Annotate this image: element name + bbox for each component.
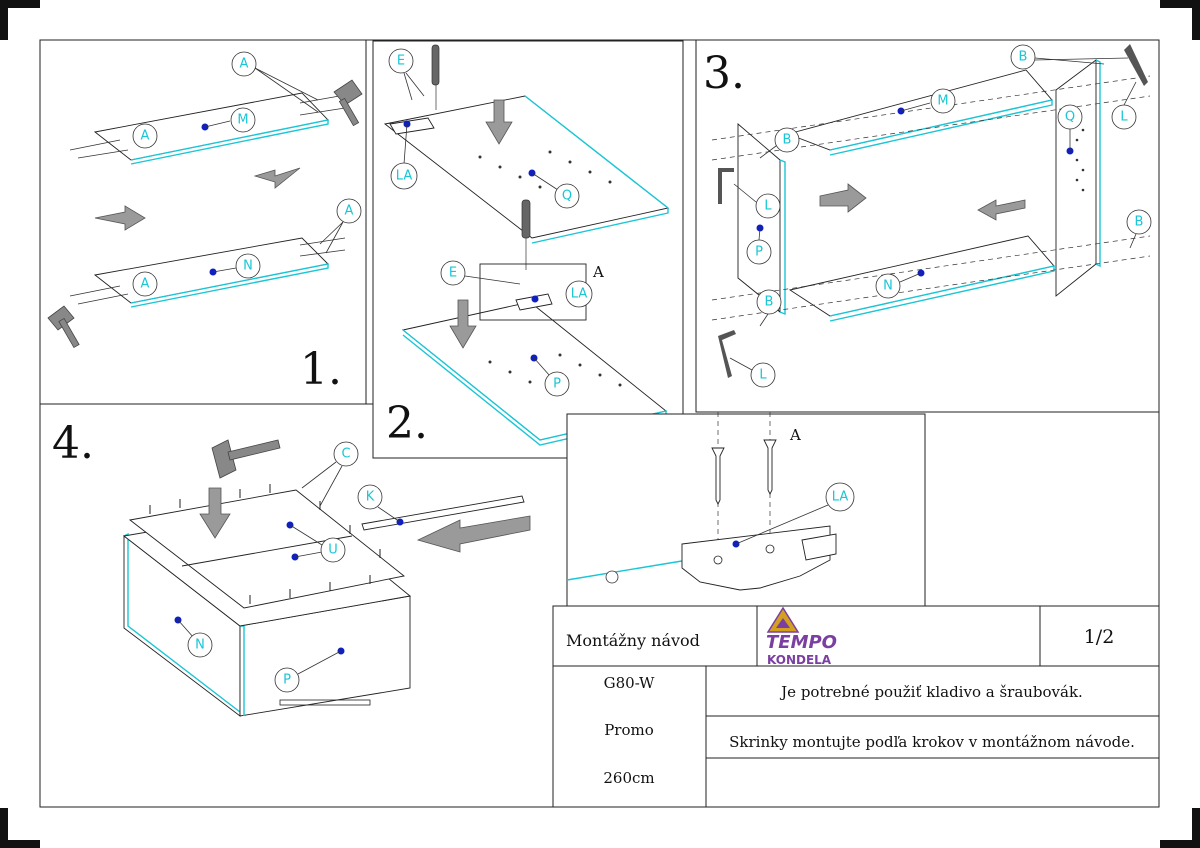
step-2-panel: E LA Q E A LA P 2. [372, 40, 684, 459]
title-block: Montážny návod TEMPO KONDELA 1/2 G80-W P… [552, 605, 1160, 808]
svg-text:N: N [195, 638, 205, 653]
label-LA: LA [396, 169, 413, 184]
detail-callout-A: A [592, 263, 604, 281]
svg-text:P: P [755, 245, 763, 260]
manual-title: Montážny návod [566, 631, 700, 650]
product-length: 260cm [603, 769, 654, 787]
label-K: K [366, 490, 375, 505]
svg-text:A: A [345, 204, 354, 219]
svg-text:P: P [283, 673, 291, 688]
label-B: B [1019, 50, 1028, 65]
svg-text:TEMPO: TEMPO [766, 632, 837, 653]
svg-text:A: A [141, 129, 150, 144]
step-1-number: 1. [300, 344, 342, 395]
label-U: U [328, 543, 338, 558]
label-E: E [397, 54, 405, 69]
svg-text:Q: Q [1065, 110, 1075, 125]
label-P: P [553, 377, 561, 392]
step-4-panel: 4. C K U N P [40, 403, 531, 717]
tempo-kondela-logo: TEMPO KONDELA [766, 606, 837, 667]
svg-text:B: B [1135, 215, 1144, 230]
label-C: C [341, 447, 350, 462]
label-L: L [1120, 110, 1128, 125]
svg-text:L: L [759, 368, 767, 383]
svg-text:L: L [764, 199, 772, 214]
detail-A-panel: A LA [566, 412, 926, 607]
step-3-number: 3. [703, 48, 745, 99]
assembly-note: Skrinky montujte podľa krokov v montážno… [729, 733, 1135, 751]
svg-text:N: N [883, 279, 893, 294]
step-4-number: 4. [52, 418, 94, 469]
svg-text:LA: LA [832, 490, 849, 505]
svg-text:M: M [937, 94, 948, 109]
label-M: M [237, 113, 248, 128]
svg-text:A: A [141, 277, 150, 292]
label-Q: Q [562, 189, 572, 204]
svg-text:B: B [765, 295, 774, 310]
svg-text:E: E [449, 266, 457, 281]
step-2-number: 2. [386, 398, 428, 449]
svg-text:KONDELA: KONDELA [767, 653, 832, 667]
detail-A-title: A [789, 426, 801, 444]
label-N: N [243, 259, 253, 274]
svg-text:B: B [783, 133, 792, 148]
label-A: A [240, 57, 249, 72]
tools-note: Je potrebné použiť kladivo a šraubovák. [779, 683, 1083, 701]
step-3-panel: B M Q L B L P B N B L 3. [695, 39, 1160, 413]
product-name: Promo [604, 721, 654, 739]
model-code: G80-W [604, 674, 655, 692]
step-1-panel: A A M A N A 1. [39, 39, 367, 405]
page-number: 1/2 [1084, 626, 1115, 648]
svg-text:LA: LA [571, 287, 588, 302]
